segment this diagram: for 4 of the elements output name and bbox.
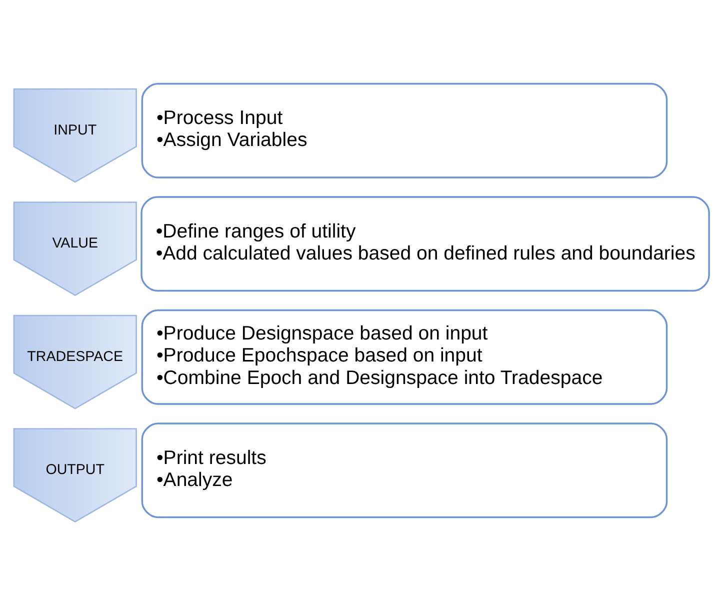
node-box: •Print results •Analyze [141, 422, 668, 518]
node-box: •Define ranges of utility •Add calculated values based on defined rules and boundaries [140, 196, 710, 292]
node-box: •Process Input •Assign Variables [141, 82, 668, 178]
node-box: •Produce Designspace based on input •Produce Epochspace based on input •Combine Epoch and Designspace into Tradespace [141, 308, 668, 404]
